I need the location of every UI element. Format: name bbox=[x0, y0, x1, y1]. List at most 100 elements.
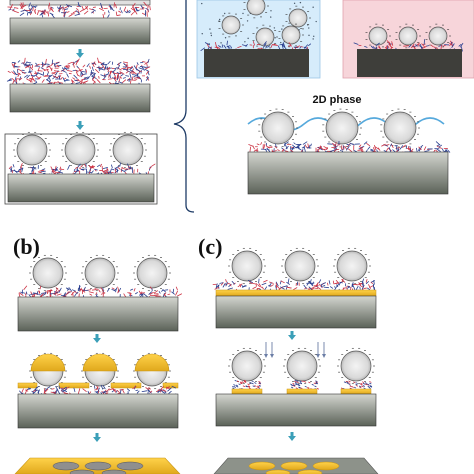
polymer-strand bbox=[209, 46, 213, 49]
polymer-strand bbox=[275, 285, 277, 291]
polymer-strand bbox=[363, 141, 368, 145]
polymer-strand bbox=[160, 386, 164, 390]
polymer-strand bbox=[135, 292, 138, 295]
polymer-strand bbox=[49, 12, 54, 16]
polymer-strand bbox=[381, 143, 386, 147]
polymer-strand bbox=[113, 288, 117, 292]
polymer-strand bbox=[316, 286, 322, 290]
polymer-strand bbox=[163, 294, 167, 297]
polymer-strand bbox=[338, 282, 341, 286]
polymer-strand bbox=[253, 149, 257, 152]
polymer-strand bbox=[142, 12, 146, 15]
polymer-strand bbox=[361, 278, 364, 284]
polymer-strand bbox=[261, 282, 267, 286]
polymer-strand bbox=[50, 63, 54, 67]
polymer-strand bbox=[116, 14, 121, 16]
polymer-strand bbox=[275, 281, 279, 287]
polymer-strand bbox=[89, 65, 91, 69]
step-polymer-brush bbox=[6, 57, 151, 113]
polymer-strand bbox=[147, 58, 150, 64]
polymer-strand bbox=[83, 286, 86, 291]
polymer-strand bbox=[56, 64, 60, 68]
polymer-strand bbox=[353, 42, 359, 45]
polymer-strand bbox=[120, 71, 125, 75]
polymer-strand bbox=[51, 388, 55, 390]
gold-film-segment bbox=[110, 382, 142, 389]
polymer-strand bbox=[126, 388, 130, 392]
polymer-strand bbox=[344, 145, 348, 150]
substrate bbox=[17, 296, 179, 332]
polymer-strand bbox=[34, 293, 38, 295]
polymer-strand bbox=[83, 80, 89, 83]
polymer-strand bbox=[131, 76, 134, 81]
polymer-strand bbox=[58, 287, 62, 293]
polymer-strand bbox=[121, 79, 127, 84]
polymer-brush-layer bbox=[18, 284, 182, 302]
polymer-strand bbox=[326, 147, 329, 151]
polymer-strand bbox=[385, 144, 390, 146]
polymer-strand bbox=[287, 278, 290, 284]
polymer-strand bbox=[111, 289, 115, 291]
gold-cap bbox=[134, 353, 170, 372]
polymer-strand bbox=[18, 168, 20, 173]
polymer-strand bbox=[355, 285, 359, 291]
polymer-strand bbox=[50, 166, 54, 171]
polymer-strand bbox=[106, 67, 111, 70]
outer-frame bbox=[4, 133, 158, 205]
polymer-strand bbox=[111, 287, 115, 290]
gold-layer bbox=[215, 289, 377, 297]
nanoparticle bbox=[340, 350, 372, 382]
polymer-strand bbox=[268, 146, 273, 148]
polymer-strand bbox=[89, 167, 92, 172]
polymer-strand bbox=[301, 146, 306, 149]
polymer-strand bbox=[89, 293, 93, 296]
polymer-strand bbox=[17, 60, 21, 63]
polymer-strand bbox=[256, 43, 261, 46]
polymer-strand bbox=[14, 7, 19, 9]
polymer-strand bbox=[274, 145, 278, 149]
polymer-strand bbox=[97, 164, 101, 167]
polymer-strand bbox=[391, 41, 394, 46]
step-c2-etching bbox=[215, 342, 377, 427]
polymer-strand bbox=[85, 6, 88, 10]
polymer-strand bbox=[333, 149, 337, 152]
polymer-strand bbox=[77, 163, 81, 168]
polymer-strand bbox=[107, 68, 110, 72]
polymer-strand bbox=[63, 9, 66, 14]
polymer-strand bbox=[310, 282, 315, 285]
polymer-strand bbox=[107, 288, 110, 292]
polymer-strand bbox=[312, 286, 315, 289]
down-arrow bbox=[76, 49, 84, 58]
polymer-strand bbox=[261, 286, 264, 290]
polymer-strand bbox=[29, 8, 31, 12]
substrate bbox=[9, 17, 151, 45]
polymer-strand bbox=[372, 46, 376, 50]
nanoparticle bbox=[16, 134, 48, 166]
polymer-strand bbox=[119, 162, 121, 167]
polymer-strand bbox=[334, 286, 337, 290]
ion-dot bbox=[209, 28, 211, 30]
polymer-strand bbox=[108, 388, 114, 391]
polymer-strand bbox=[420, 145, 424, 148]
polymer-strand bbox=[329, 286, 334, 289]
polymer-strand bbox=[47, 10, 50, 17]
polymer-strand bbox=[145, 71, 149, 75]
down-arrow bbox=[288, 432, 296, 441]
polymer-strand bbox=[63, 13, 66, 17]
polymer-strand bbox=[97, 57, 100, 64]
polymer-strand bbox=[143, 1, 148, 7]
polymer-strand bbox=[145, 66, 151, 70]
polymer-strand bbox=[460, 42, 464, 48]
polymer-strand bbox=[375, 42, 380, 47]
polymer-strand bbox=[46, 68, 49, 73]
polymer-strand bbox=[418, 147, 420, 151]
polymer-strand bbox=[62, 388, 68, 393]
polymer-strand bbox=[441, 148, 444, 152]
polymer-strand bbox=[52, 75, 58, 79]
polymer-strand bbox=[90, 70, 92, 76]
polymer-strand bbox=[372, 147, 376, 153]
polymer-strand bbox=[415, 44, 419, 47]
step-particle-adsorption bbox=[4, 131, 158, 205]
polymer-strand bbox=[30, 78, 35, 81]
polymer-strand bbox=[430, 44, 434, 47]
